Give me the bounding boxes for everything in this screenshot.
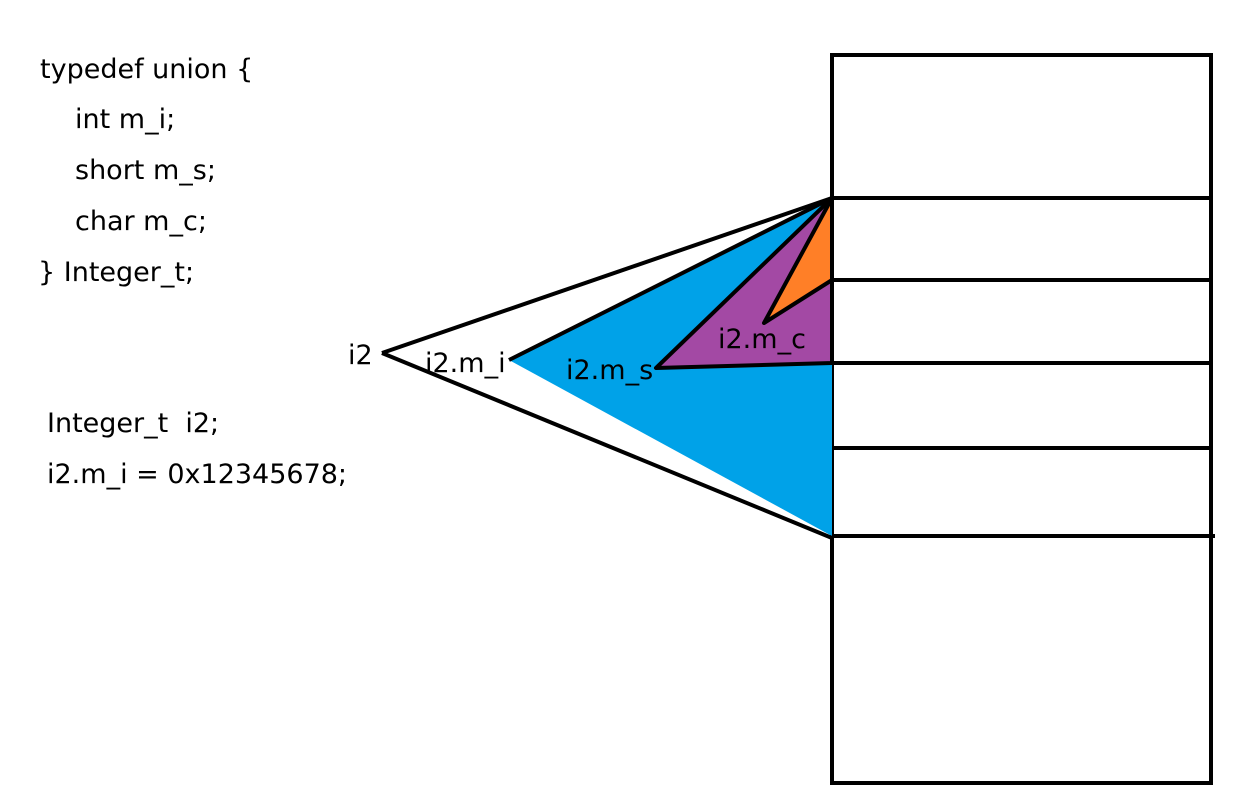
code-line: typedef union {	[40, 54, 254, 85]
memory-block	[830, 53, 1215, 785]
code-line: i2.m_i = 0x12345678;	[47, 459, 348, 490]
i2-label: i2	[348, 340, 373, 371]
i2-upper-line	[381, 196, 833, 355]
memory-outline	[830, 53, 1213, 785]
code-line: char m_c;	[75, 206, 207, 237]
m-c-region	[762, 196, 834, 325]
code-line: } Integer_t;	[38, 257, 195, 288]
m-s-label: i2.m_s	[566, 355, 653, 386]
code-line: int m_i;	[75, 104, 176, 135]
m-i-upper-edge	[508, 196, 833, 362]
code-line: Integer_t i2;	[47, 408, 220, 439]
code-line: short m_s;	[75, 155, 216, 186]
m-c-label: i2.m_c	[718, 324, 806, 355]
m-i-label: i2.m_i	[425, 348, 506, 379]
i2-lower-line	[381, 351, 833, 540]
